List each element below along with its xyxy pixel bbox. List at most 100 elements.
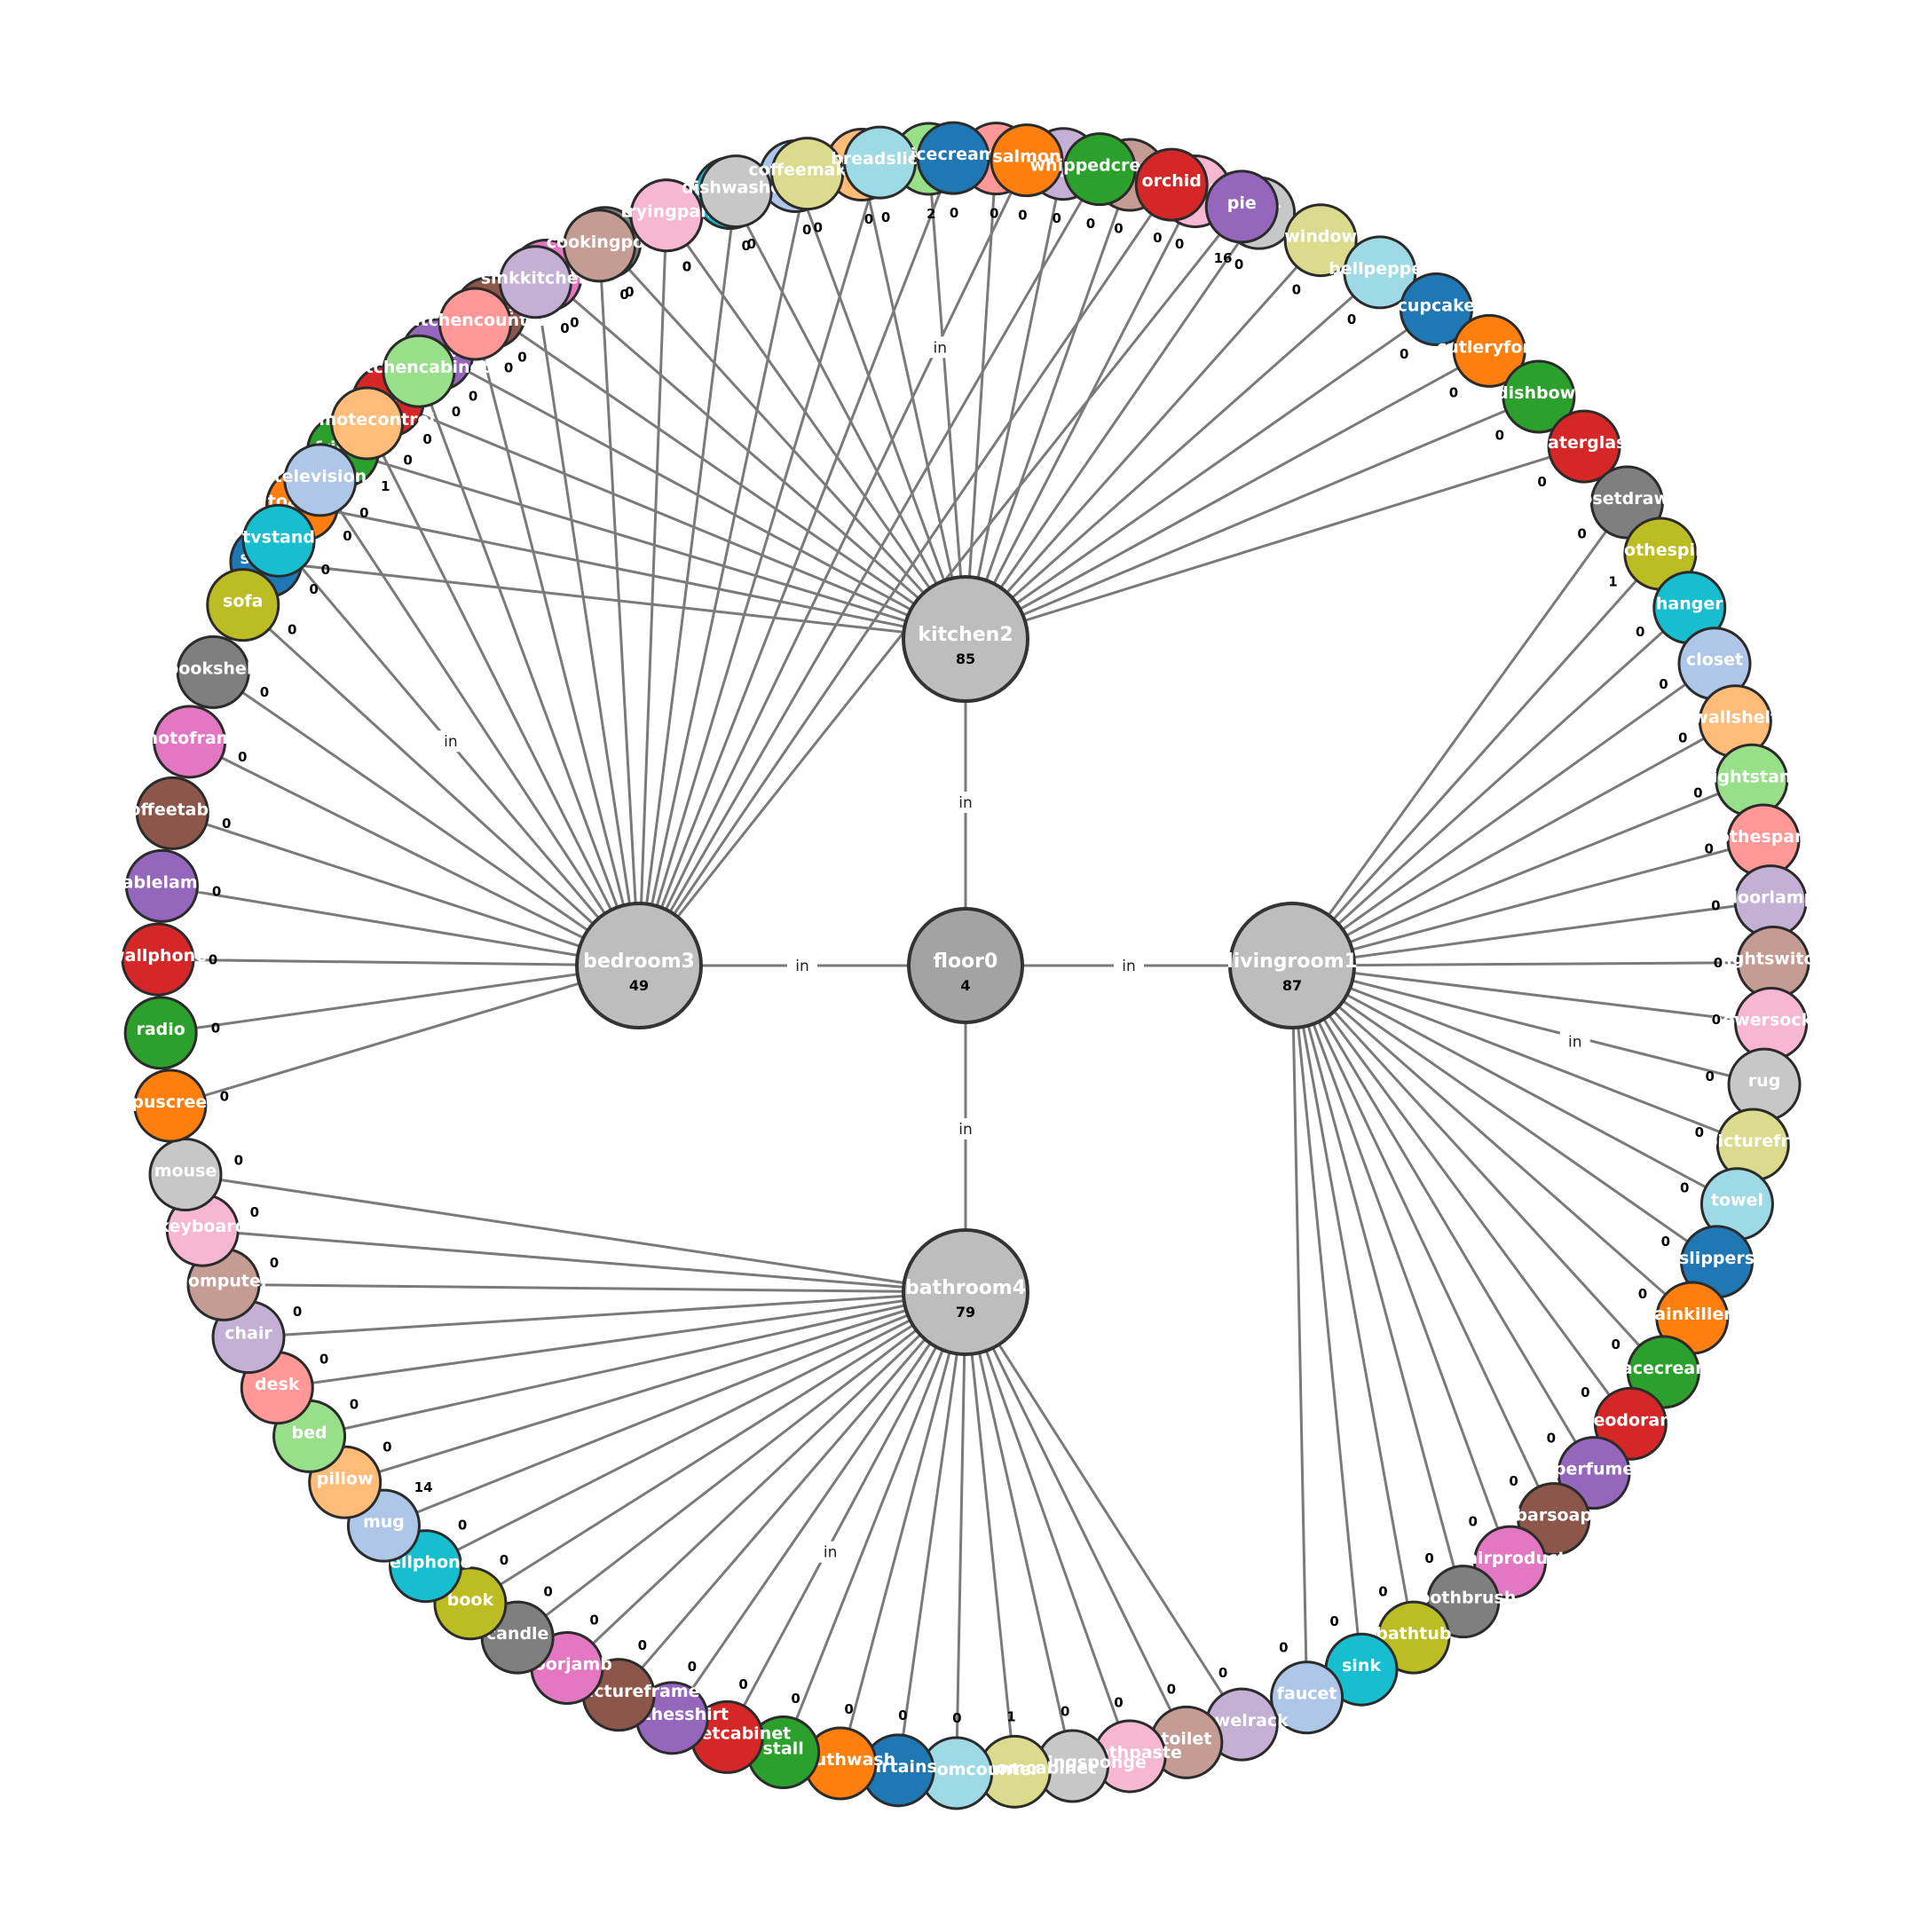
object-label-salmon: salmon <box>992 147 1061 167</box>
object-state-wallphone: 0 <box>209 952 217 968</box>
edge-bedroom3-tvstand <box>277 540 641 966</box>
edge-label-fan-kitchen2: in <box>933 339 947 357</box>
object-label-mug: mug <box>363 1512 405 1532</box>
object-node-dishwasher <box>698 154 773 229</box>
object-label-powersocket: powersocket <box>1711 1011 1832 1030</box>
edge-bathroom4-desk <box>277 1290 966 1390</box>
object-label-picturefra: picturefra <box>1706 1132 1801 1151</box>
object-label-bathtub: bathtub <box>1376 1624 1451 1644</box>
object-label-closetdrawer: closetdrawer <box>1565 489 1690 509</box>
object-state-chocolatesyrup: 0 <box>1114 221 1123 237</box>
edge-kitchen2-bellpepper <box>965 271 1381 641</box>
object-label-clothespile: clothespile <box>1608 540 1712 560</box>
object-state-lightswitch: 0 <box>1714 955 1723 971</box>
edge-label-bg-fan-kitchen2 <box>925 336 956 359</box>
object-state-doorjamb: 0 <box>589 1613 598 1628</box>
edge-bathroom4-curtains <box>896 1291 967 1771</box>
object-state-bathroomcabinet: 1 <box>1006 1708 1015 1724</box>
edge-bedroom3-kitchencounter <box>473 323 641 966</box>
object-label-radio: radio <box>136 1020 185 1039</box>
object-node-photoframe <box>153 705 227 779</box>
object-state-cutleryfork: 0 <box>1449 385 1458 401</box>
object-label-computer: computer <box>178 1271 270 1290</box>
object-node-icecream <box>916 121 990 195</box>
object-label-toothbrush: toothbrush <box>1410 1589 1516 1608</box>
edge-livingroom1-deodorant <box>1290 965 1632 1425</box>
edge-bathroom4-washingsponge <box>964 1291 1074 1767</box>
object-state-candle: 0 <box>543 1584 552 1600</box>
edge-bedroom3-wallphone <box>158 958 640 967</box>
object-state-closetdrawer: 0 <box>1577 526 1586 542</box>
object-label-faucet: faucet <box>1277 1684 1337 1704</box>
object-state-coffeemaker: 0 <box>814 219 823 235</box>
object-label-tvstand: tvstand <box>242 527 315 547</box>
edge-bathroom4-bathroomcabinet <box>964 1291 1016 1772</box>
edge-bathroom4-toilet <box>964 1291 1188 1743</box>
edge-bedroom3-sofa <box>241 603 641 967</box>
object-state-powersocket: 0 <box>1712 1012 1721 1028</box>
object-state-cellphone: 0 <box>458 1518 467 1534</box>
object-state-tvstand: 0 <box>321 562 330 578</box>
edge-livingroom1-slippers <box>1291 964 1718 1264</box>
object-label-stall: stall <box>762 1739 803 1759</box>
object-node-kitchencounter <box>438 287 512 361</box>
object-node-cookingpot <box>562 209 636 283</box>
object-label-toilet: toilet <box>1161 1729 1211 1748</box>
object-node-fryingpan <box>629 178 704 253</box>
edge-bedroom3-icecream <box>637 157 955 966</box>
object-label-chair: chair <box>225 1324 272 1344</box>
edge-livingroom1-facecream <box>1290 964 1665 1373</box>
floor-label: floor0 <box>934 950 998 973</box>
edge-kitchen2-toaster <box>302 503 966 641</box>
floor-id: 4 <box>960 977 970 994</box>
object-state-tablelamp: 0 <box>212 883 221 899</box>
object-label-mouse: mouse <box>154 1162 217 1181</box>
edge-bathroom4-candle <box>517 1290 966 1639</box>
object-state-bookshelf: 0 <box>260 684 269 700</box>
object-state-keyboard: 0 <box>250 1204 259 1220</box>
object-label-tablelamp: tablelamp <box>114 872 210 892</box>
object-state-bananas: 0 <box>570 314 579 330</box>
edge-kitchen2-plate <box>489 311 966 641</box>
object-state-fryingpan: 0 <box>682 258 691 274</box>
object-state-clothespile: 1 <box>1608 574 1617 590</box>
edge-livingroom1-closet <box>1291 662 1715 967</box>
object-label-slippers: slippers <box>1679 1249 1755 1268</box>
edge-bedroom3-kitchencabinet <box>417 370 641 966</box>
object-node-salmon <box>990 123 1064 198</box>
edge-kitchen2-creamybuns <box>927 158 967 640</box>
object-node-television <box>283 443 358 517</box>
object-label-photoframe: photoframe <box>134 729 245 748</box>
object-state-painkillers: 0 <box>1638 1286 1647 1302</box>
object-state-hairproduct: 0 <box>1468 1513 1477 1529</box>
object-label-whippedcream: whippedcream <box>1030 156 1170 176</box>
object-state-kitchencounter: 0 <box>504 359 513 375</box>
edge-bathroom4-bed <box>309 1290 966 1438</box>
object-state-mouse: 0 <box>234 1152 243 1168</box>
object-state-cpuscreen: 0 <box>220 1088 229 1104</box>
object-label-towel: towel <box>1711 1191 1763 1210</box>
edge-kitchen2-door <box>964 212 1260 640</box>
edge-bathroom4-computer <box>223 1282 966 1294</box>
edge-livingroom1-towel <box>1291 964 1739 1206</box>
object-state-desk: 0 <box>319 1351 328 1367</box>
object-label-curtains: curtains <box>859 1757 936 1777</box>
edge-livingroom1-hairproduct <box>1290 965 1511 1563</box>
edge-bedroom3-salmon <box>637 159 1029 966</box>
edge-bathroom4-cellphone <box>424 1290 966 1568</box>
edge-bathroom4-closetcabinet <box>725 1291 967 1739</box>
room-label-kitchen2: kitchen2 <box>918 624 1013 646</box>
object-state-cookingpot: 0 <box>619 287 628 303</box>
edge-bathroom4-towelrack <box>964 1291 1243 1725</box>
object-node-sinkkitchen <box>498 245 572 319</box>
object-label-book: book <box>447 1590 494 1610</box>
edge-kitchen2-waterglass <box>965 445 1585 641</box>
edge-livingroom1-hanger <box>1290 606 1691 967</box>
object-label-cutleryfork: cutleryfork <box>1437 337 1542 357</box>
object-node-bookshelf <box>176 635 250 709</box>
object-label-breadslice: breadslice <box>831 149 929 169</box>
object-label-television: television <box>273 467 367 486</box>
object-state-book: 0 <box>500 1552 509 1568</box>
object-node-coffeetable <box>135 776 209 850</box>
object-state-salmon: 0 <box>1018 207 1027 223</box>
